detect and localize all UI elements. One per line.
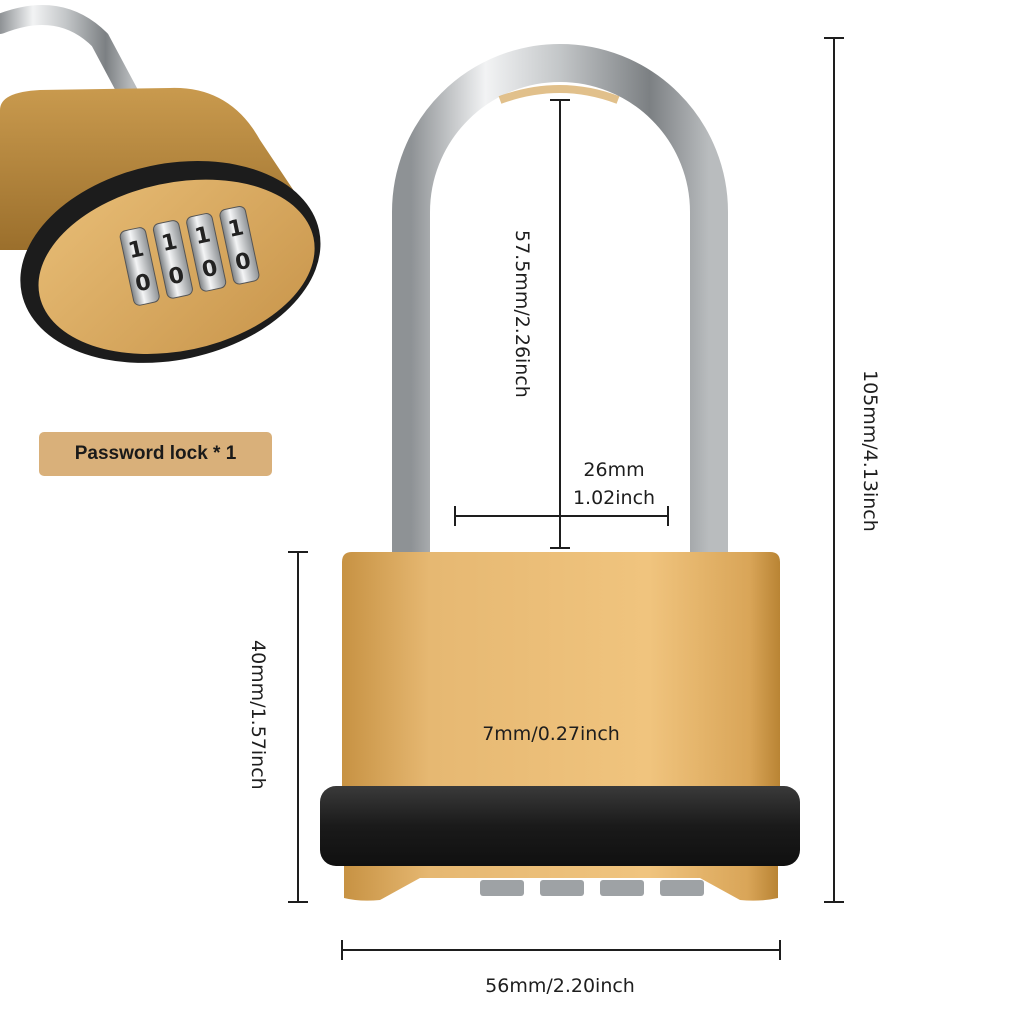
inset-dial-bottom-digit: 0 [166,263,186,291]
inset-dial: 1 0 [119,227,160,306]
black-band [320,786,800,866]
inset-dial-top-digit: 1 [126,236,146,264]
inset-dial-bottom-digit: 0 [200,256,220,284]
body-height-label: 40mm/1.57inch [247,640,269,790]
shackle-width-mm-label: 26mm [583,459,644,481]
inset-dial-top-digit: 1 [193,222,213,250]
inset-dial-bottom-digit: 0 [133,270,153,298]
inset-dial: 1 0 [186,213,227,292]
body-width-label: 56mm/2.20inch [485,975,635,997]
inset-lock-closeup: 1 0 1 0 1 0 1 0 [0,5,321,363]
bottom-dials [480,880,704,896]
inset-dial: 1 0 [152,220,193,299]
total-height-label: 105mm/4.13inch [859,370,881,532]
inset-dial-bottom-digit: 0 [233,249,253,277]
padlock [320,44,800,901]
shackle-height-label: 57.5mm/2.26inch [511,230,533,398]
bottom-dial [660,880,704,896]
bottom-dial [600,880,644,896]
inset-dials: 1 0 1 0 1 0 1 0 [119,205,260,306]
inset-dial: 1 0 [219,205,260,285]
lock-base [344,862,778,901]
inset-shackle [0,5,142,110]
inset-dial-top-digit: 1 [226,215,246,243]
shackle-width-inch-label: 1.02inch [573,487,655,509]
shackle [392,44,728,552]
bottom-dial [480,880,524,896]
lock-body [342,552,780,800]
shackle-inner-gold-reflection [498,85,620,104]
password-lock-label: Password lock * 1 [74,443,237,464]
bottom-dial [540,880,584,896]
password-lock-badge: Password lock * 1 [39,432,272,476]
dimension-lines [288,37,844,960]
shackle-diameter-label: 7mm/0.27inch [482,723,620,745]
inset-dial-top-digit: 1 [159,229,179,257]
